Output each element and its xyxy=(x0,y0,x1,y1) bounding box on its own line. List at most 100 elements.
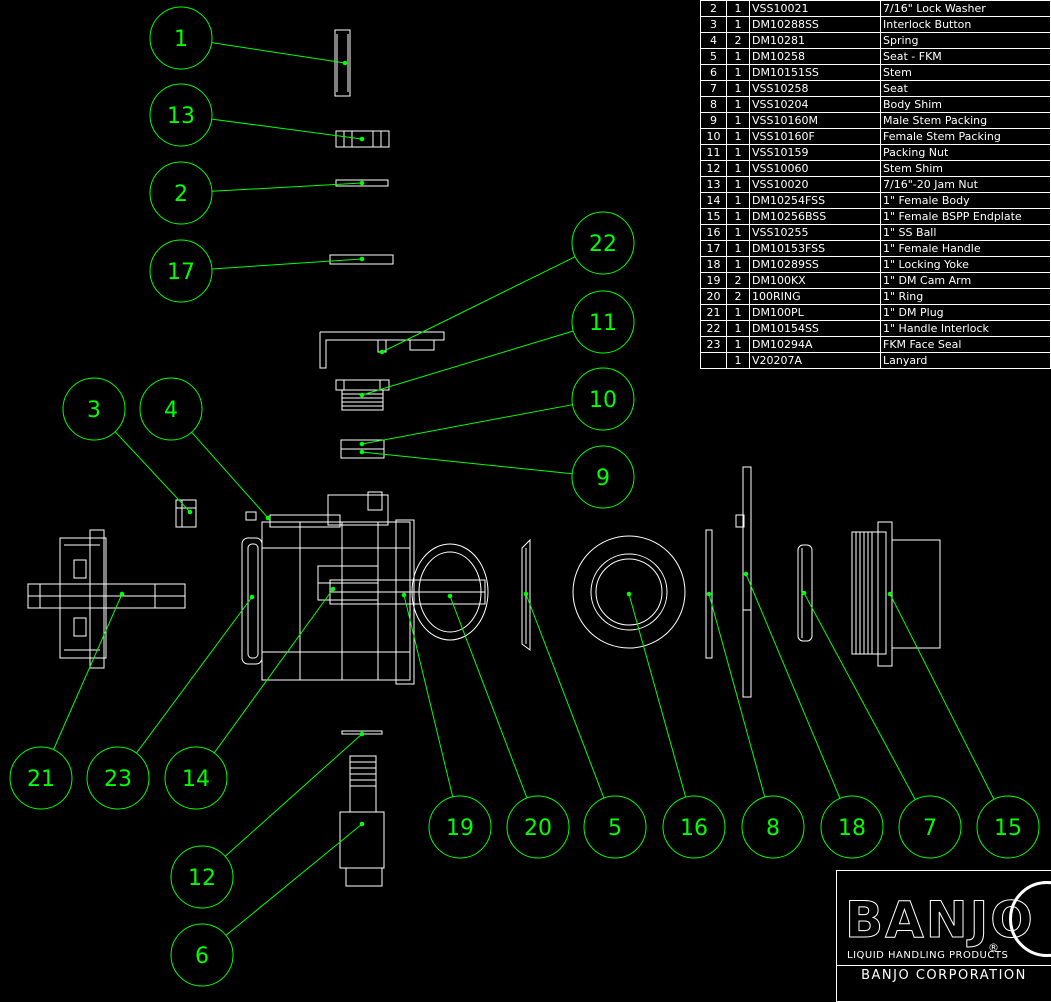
balloon-number: 22 xyxy=(589,232,617,257)
balloon-number: 8 xyxy=(766,816,780,841)
bom-desc-cell: 1" DM Cam Arm xyxy=(880,272,1051,289)
bom-item-cell: 16 xyxy=(700,224,727,241)
balloon-callout: 6 xyxy=(170,923,234,987)
bom-desc-cell: Packing Nut xyxy=(880,144,1051,161)
balloon-number: 19 xyxy=(446,816,474,841)
leader-arrowhead xyxy=(330,586,336,592)
balloon-number: 16 xyxy=(680,816,708,841)
bom-part-cell: VSS10160F xyxy=(749,128,881,145)
balloon-circle xyxy=(583,795,647,859)
bom-part-cell: DM10153FSS xyxy=(749,240,881,257)
balloon-callout: 12 xyxy=(170,845,234,909)
bom-desc-cell: Interlock Button xyxy=(880,16,1051,33)
bom-desc-cell: 1" DM Plug xyxy=(880,304,1051,321)
bom-item-cell: 22 xyxy=(700,320,727,337)
bom-item-cell: 19 xyxy=(700,272,727,289)
bom-item-cell: 18 xyxy=(700,256,727,273)
balloon-number: 5 xyxy=(608,816,622,841)
balloon-circle xyxy=(571,445,635,509)
leader-line xyxy=(361,404,573,445)
bom-part-cell: DM100KX xyxy=(749,272,881,289)
bom-part-cell: VSS10258 xyxy=(749,80,881,97)
balloon-circle xyxy=(662,795,726,859)
leader-line xyxy=(211,118,363,140)
bom-desc-cell: Body Shim xyxy=(880,96,1051,113)
bom-desc-cell: Stem Shim xyxy=(880,160,1051,177)
bom-qty-cell: 1 xyxy=(726,96,750,113)
leader-arrowhead xyxy=(119,591,125,597)
part-17-handle xyxy=(329,254,394,265)
bom-qty-cell: 1 xyxy=(726,208,750,225)
leader-arrowhead xyxy=(801,590,807,596)
bom-part-cell: VSS10255 xyxy=(749,224,881,241)
bom-item-cell: 10 xyxy=(700,128,727,145)
bom-desc-cell: 1" Female BSPP Endplate xyxy=(880,208,1051,225)
leader-arrowhead xyxy=(187,509,193,515)
balloon-circle xyxy=(820,795,884,859)
balloon-circle xyxy=(9,746,73,810)
bom-part-cell: VSS10021 xyxy=(749,0,881,17)
balloon-circle xyxy=(170,845,234,909)
leader-arrowhead xyxy=(523,591,529,597)
bom-item-cell xyxy=(700,352,727,369)
bom-item-cell: 7 xyxy=(700,80,727,97)
bom-qty-cell: 1 xyxy=(726,80,750,97)
leader-line xyxy=(628,593,687,798)
balloon-callout: 9 xyxy=(571,445,635,509)
bom-qty-cell: 1 xyxy=(726,192,750,209)
balloon-circle xyxy=(149,239,213,303)
bom-part-cell: VSS10204 xyxy=(749,96,881,113)
bom-item-cell: 2 xyxy=(700,0,727,17)
leader-arrowhead xyxy=(743,571,749,577)
balloon-callout: 16 xyxy=(662,795,726,859)
balloon-callout: 19 xyxy=(428,795,492,859)
balloon-number: 4 xyxy=(164,398,178,423)
bom-part-cell: DM10294A xyxy=(749,336,881,353)
part-9-male-stem-packing xyxy=(340,448,385,459)
part-2-lock-washer xyxy=(335,179,389,187)
balloon-number: 14 xyxy=(182,767,210,792)
balloon-callout: 5 xyxy=(583,795,647,859)
bom-qty-cell: 1 xyxy=(726,128,750,145)
balloon-callout: 11 xyxy=(571,290,635,354)
bom-desc-cell: Seat xyxy=(880,80,1051,97)
bom-item-cell: 13 xyxy=(700,176,727,193)
title-block: BANJO ® LIQUID HANDLING PRODUCTS BANJO C… xyxy=(836,870,1051,1002)
leader-line xyxy=(889,593,995,800)
bom-part-cell: DM10254FSS xyxy=(749,192,881,209)
leader-arrowhead xyxy=(359,449,365,455)
bom-desc-cell: Female Stem Packing xyxy=(880,128,1051,145)
bom-qty-cell: 1 xyxy=(726,336,750,353)
balloon-callout: 21 xyxy=(9,746,73,810)
bom-qty-cell: 1 xyxy=(726,112,750,129)
bom-item-cell: 17 xyxy=(700,240,727,257)
balloon-number: 6 xyxy=(195,944,209,969)
bom-part-cell: DM10151SS xyxy=(749,64,881,81)
leader-arrowhead xyxy=(626,591,632,597)
part-23-fkm-face-seal xyxy=(241,537,263,665)
balloon-circle xyxy=(62,377,126,441)
balloon-number: 21 xyxy=(27,767,55,792)
balloon-callout: 20 xyxy=(506,795,570,859)
bom-item-cell: 21 xyxy=(700,304,727,321)
balloon-number: 3 xyxy=(87,398,101,423)
leader-line xyxy=(211,258,363,270)
bom-qty-cell: 1 xyxy=(726,352,750,369)
leader-arrowhead xyxy=(265,515,271,521)
bom-qty-cell: 1 xyxy=(726,256,750,273)
balloon-callout: 15 xyxy=(976,795,1040,859)
leader-arrowhead xyxy=(342,60,348,66)
balloon-callout: 18 xyxy=(820,795,884,859)
bom-item-cell: 5 xyxy=(700,48,727,65)
bom-item-cell: 23 xyxy=(700,336,727,353)
leader-line xyxy=(224,733,363,857)
